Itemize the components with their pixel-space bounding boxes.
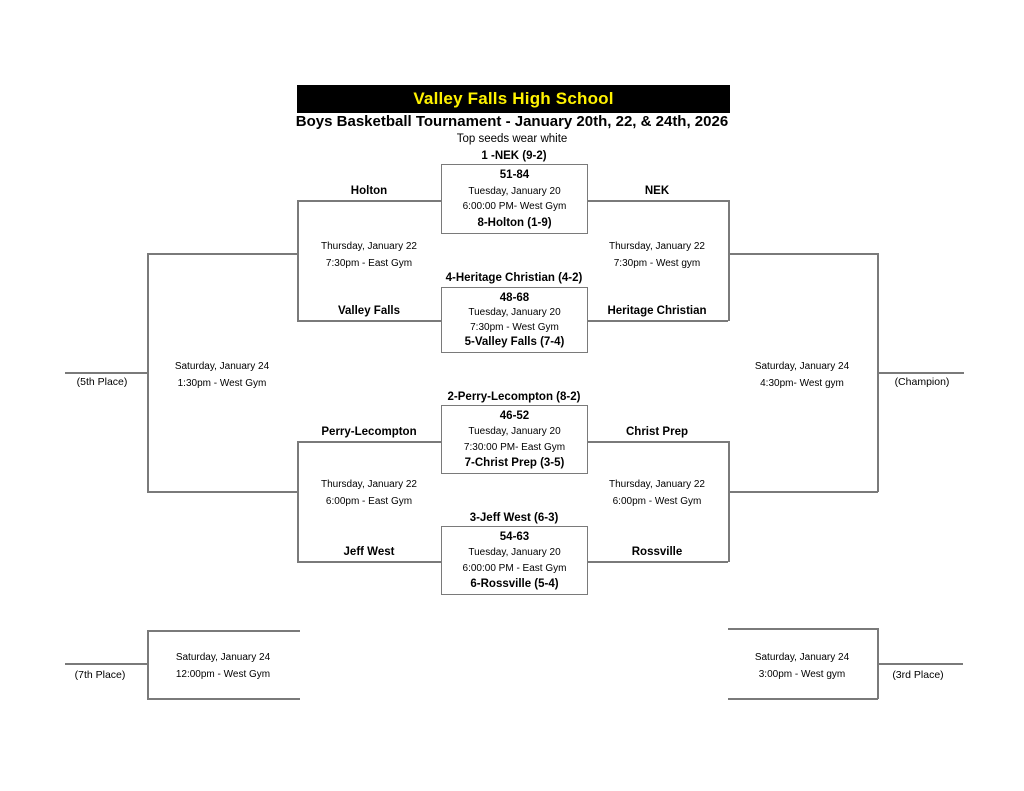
game4-date: Tuesday, January 20 (468, 547, 561, 559)
fifth-place-time: 1:30pm - West Gym (177, 378, 267, 389)
winners-semi-bottom-date: Thursday, January 22 (609, 479, 705, 490)
tournament-subtitle: Boys Basketball Tournament - January 20t… (295, 113, 729, 130)
game1-time-location: 6:00:00 PM- West Gym (462, 201, 567, 213)
seed-label-game1-top: 1 -NEK (9-2) (481, 150, 547, 162)
consolation-bottom-join-line (297, 441, 299, 562)
team-label-valley-falls: Valley Falls (337, 305, 400, 317)
game4-time-location: 6:00:00 PM - East Gym (462, 562, 567, 574)
team-label-nek: NEK (644, 185, 670, 197)
seventh-place-date: Saturday, January 24 (175, 652, 271, 663)
championship-date: Saturday, January 24 (754, 361, 850, 372)
game-box-1: 51-84 Tuesday, January 20 6:00:00 PM- We… (441, 164, 588, 234)
consolation-top-winner-line (147, 253, 298, 255)
game3-score: 46-52 (499, 410, 530, 423)
game1-date: Tuesday, January 20 (468, 185, 561, 197)
consolation-semi-bottom-session: Thursday, January 22 6:00pm - East Gym (284, 476, 454, 510)
valley-falls-advance-line (297, 320, 441, 322)
christ-prep-advance-line (588, 441, 728, 443)
seed-label-game4-top: 3-Jeff West (6-3) (469, 512, 559, 524)
seed-label-game2-bottom: 5-Valley Falls (7-4) (464, 336, 565, 349)
seed-note: Top seeds wear white (456, 133, 568, 145)
winners-semi-top-session: Thursday, January 22 7:30pm - West gym (572, 238, 742, 272)
seventh-place-session: Saturday, January 24 12:00pm - West Gym (138, 649, 308, 683)
seventh-place-bottom-line (147, 698, 300, 700)
third-place-date: Saturday, January 24 (754, 652, 850, 663)
championship-time: 4:30pm- West gym (760, 378, 844, 389)
seventh-place-time: 12:00pm - West Gym (175, 669, 271, 680)
team-label-jeff-west: Jeff West (343, 546, 395, 558)
seed-label-game3-top: 2-Perry-Lecompton (8-2) (447, 391, 581, 403)
winners-semi-bottom-session: Thursday, January 22 6:00pm - West Gym (572, 476, 742, 510)
winners-bottom-winner-line (728, 491, 878, 493)
seed-label-game4-bottom: 6-Rossville (5-4) (470, 577, 559, 590)
winners-top-winner-line (728, 253, 878, 255)
consolation-semi-top-date: Thursday, January 22 (321, 241, 417, 252)
consolation-semi-bottom-time: 6:00pm - East Gym (325, 496, 413, 507)
game2-score: 48-68 (499, 291, 530, 304)
winners-bottom-join-line (728, 441, 730, 562)
game-box-4: 54-63 Tuesday, January 20 6:00:00 PM - E… (441, 526, 588, 595)
jeff-west-advance-line (297, 561, 441, 563)
seventh-place-winner-line (65, 663, 147, 665)
seventh-place-label: (7th Place) (74, 669, 126, 681)
seed-label-game3-bottom: 7-Christ Prep (3-5) (464, 456, 565, 469)
third-place-bottom-line (728, 698, 878, 700)
game2-time-location: 7:30pm - West Gym (470, 321, 559, 333)
game1-score: 51-84 (499, 169, 530, 182)
winners-semi-bottom-time: 6:00pm - West Gym (612, 496, 702, 507)
heritage-christian-advance-line (588, 320, 728, 322)
consolation-semi-top-time: 7:30pm - East Gym (325, 258, 413, 269)
seventh-place-join-line (147, 630, 149, 699)
third-place-time: 3:00pm - West gym (758, 669, 846, 680)
champion-label: (Champion) (894, 376, 950, 388)
fifth-place-winner-line (65, 372, 148, 374)
seed-label-game1-bottom: 8-Holton (1-9) (477, 216, 552, 229)
game3-time-location: 7:30:00 PM- East Gym (463, 441, 566, 453)
third-place-label: (3rd Place) (892, 669, 944, 681)
team-label-perry-lecompton: Perry-Lecompton (321, 426, 417, 438)
team-label-holton: Holton (350, 185, 388, 197)
game3-date: Tuesday, January 20 (468, 426, 561, 438)
holton-advance-line (297, 200, 441, 202)
game2-date: Tuesday, January 20 (468, 307, 561, 319)
consolation-bottom-winner-line (147, 491, 298, 493)
game4-score: 54-63 (499, 531, 530, 544)
game-box-2: 48-68 Tuesday, January 20 7:30pm - West … (441, 287, 588, 353)
perry-lecompton-advance-line (297, 441, 441, 443)
title-bar: Valley Falls High School (297, 85, 730, 113)
seed-label-game2-top: 4-Heritage Christian (4-2) (445, 272, 583, 284)
champion-winner-line (877, 372, 964, 374)
consolation-semi-top-session: Thursday, January 22 7:30pm - East Gym (284, 238, 454, 272)
third-place-winner-line (877, 663, 963, 665)
third-place-top-line (728, 628, 878, 630)
championship-session: Saturday, January 24 4:30pm- West gym (717, 358, 887, 392)
third-place-session: Saturday, January 24 3:00pm - West gym (717, 649, 887, 683)
winners-semi-top-time: 7:30pm - West gym (613, 258, 701, 269)
game-box-3: 46-52 Tuesday, January 20 7:30:00 PM- Ea… (441, 405, 588, 474)
seventh-place-top-line (147, 630, 300, 632)
team-label-christ-prep: Christ Prep (626, 426, 688, 438)
fifth-place-date: Saturday, January 24 (174, 361, 270, 372)
team-label-heritage-christian: Heritage Christian (607, 305, 707, 317)
rossville-advance-line (588, 561, 728, 563)
consolation-semi-bottom-date: Thursday, January 22 (321, 479, 417, 490)
team-label-rossville: Rossville (631, 546, 683, 558)
consolation-top-join-line (297, 200, 299, 321)
school-title: Valley Falls High School (413, 89, 614, 108)
winners-semi-top-date: Thursday, January 22 (609, 241, 705, 252)
fifth-place-label: (5th Place) (76, 376, 128, 388)
fifth-place-session: Saturday, January 24 1:30pm - West Gym (137, 358, 307, 392)
winners-top-join-line (728, 200, 730, 321)
nek-advance-line (588, 200, 728, 202)
